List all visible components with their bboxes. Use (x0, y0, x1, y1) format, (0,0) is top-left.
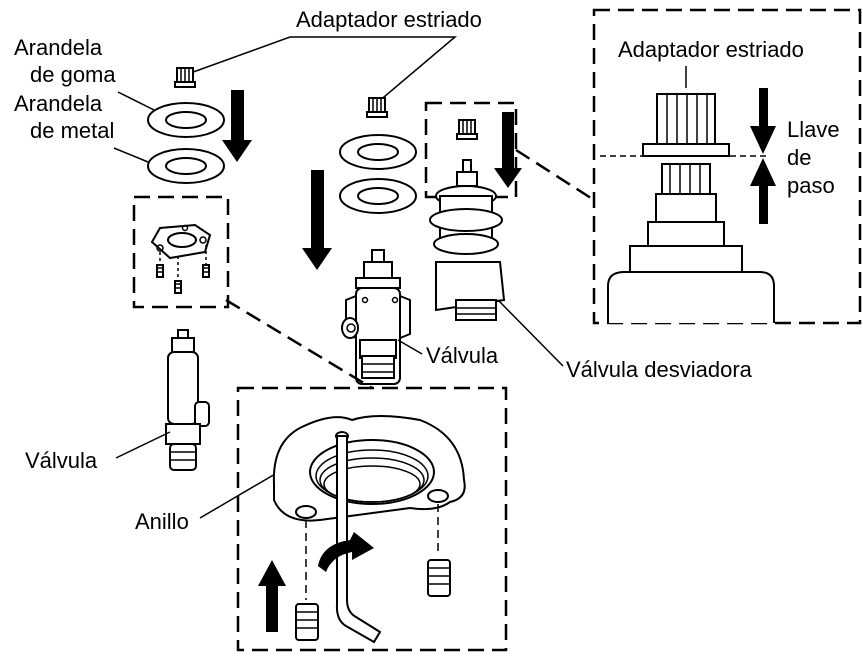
valvula-center-label: Válvula (426, 343, 499, 368)
up-arrow-icon (258, 560, 286, 632)
adaptador-leader (184, 36, 458, 103)
diverter-spline-adapter (456, 119, 478, 140)
left-rubber-washer (147, 102, 225, 138)
left-spline-adapter (174, 67, 196, 88)
large-ring (272, 415, 466, 522)
set-screw (156, 264, 164, 278)
detail-stem (607, 163, 775, 323)
arandela-metal-label-line1: Arandela (14, 91, 103, 116)
valvula-desviadora-label: Válvula desviadora (566, 357, 753, 382)
valvula-desviadora-leader (497, 299, 564, 367)
arandela-goma-label-line2: de goma (30, 62, 116, 87)
left-metal-washer (147, 148, 225, 184)
llave-label-line3: paso (787, 173, 835, 198)
ring-detail-box (236, 386, 508, 652)
center-valve (341, 249, 411, 385)
down-arrow-icon (494, 112, 522, 188)
center-rubber-washer (339, 134, 417, 170)
arandela-metal-label-line2: de metal (30, 118, 114, 143)
double-arrow-icon (750, 88, 776, 154)
set-screw-large (427, 559, 451, 597)
llave-label-line2: de (787, 145, 811, 170)
valvula-center-leader (397, 339, 423, 355)
detail-connector (515, 148, 595, 202)
anillo-label: Anillo (135, 509, 189, 534)
arandela-goma-label-line1: Arandela (14, 35, 103, 60)
small-ring (150, 223, 212, 260)
arandela-metal-leader (113, 147, 149, 163)
diverter-valve (429, 159, 506, 321)
valvula-left-label: Válvula (25, 448, 98, 473)
adaptador-estriado-label: Adaptador estriado (296, 7, 482, 32)
anillo-leader (199, 469, 283, 519)
adaptador-estriado-detail-label: Adaptador estriado (618, 37, 804, 62)
hex-key (335, 435, 382, 644)
detail-adapter (642, 93, 730, 157)
curved-arrow-icon (318, 532, 374, 572)
ring-callout-box (132, 195, 230, 309)
valvula-left-leader (115, 431, 171, 459)
center-spline-adapter (366, 97, 388, 118)
llave-label-line1: Llave (787, 117, 840, 142)
set-screw-large (295, 603, 319, 641)
down-arrow-icon (222, 90, 252, 162)
ring-detail-connector (225, 298, 373, 390)
double-arrow-icon (750, 158, 776, 224)
left-valve (165, 329, 210, 471)
set-screw (202, 264, 210, 278)
center-metal-washer (339, 178, 417, 214)
set-screw (174, 280, 182, 294)
arandela-goma-leader (117, 91, 159, 113)
down-arrow-icon (302, 170, 332, 270)
